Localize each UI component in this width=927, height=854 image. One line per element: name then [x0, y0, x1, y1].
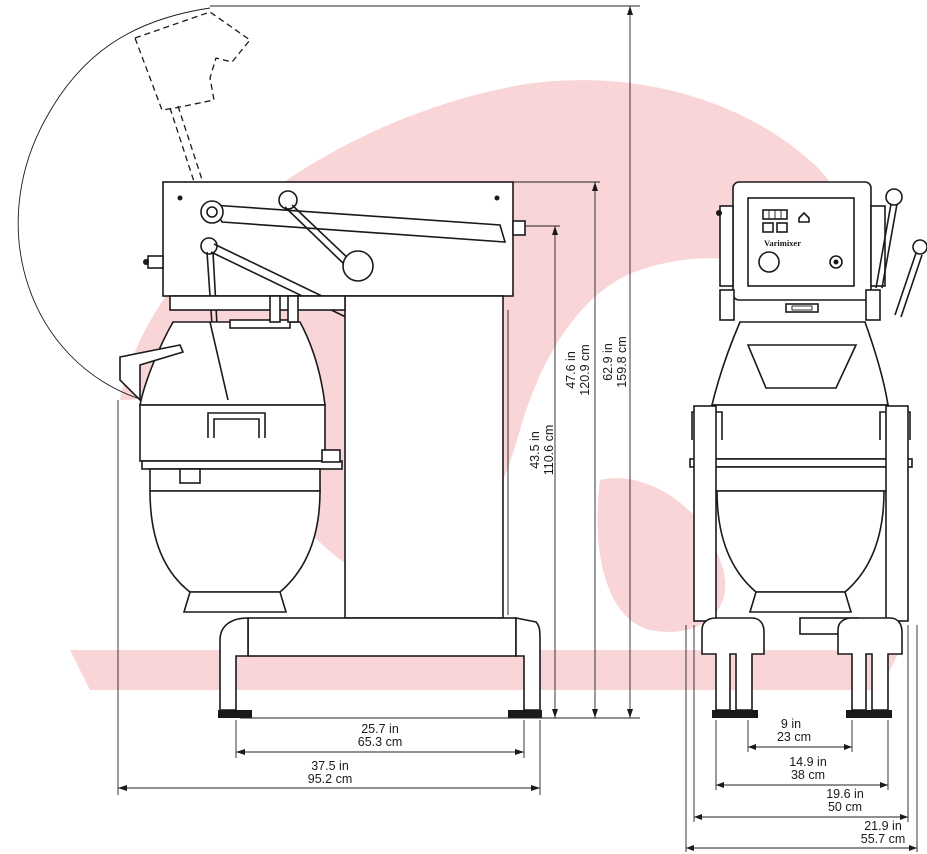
- front-overall-width-cm: 55.7 cm: [861, 832, 905, 846]
- front-mixing-bowl: [716, 490, 885, 593]
- mixing-bowl: [149, 490, 321, 593]
- front-outer-feet-in: 19.6 in: [826, 787, 864, 801]
- raised-guard-dashed: [134, 11, 251, 201]
- front-outer-feet-cm: 50 cm: [828, 800, 862, 814]
- bowl-guard: [139, 321, 326, 406]
- bowl-rim-height-in: 43.5 in: [528, 431, 542, 469]
- side-overall-depth-cm: 95.2 cm: [308, 772, 352, 786]
- bowl-rim-height-cm: 110.6 cm: [542, 425, 556, 476]
- front-mid-feet-cm: 38 cm: [791, 768, 825, 782]
- front-mid-feet-in: 14.9 in: [789, 755, 827, 769]
- start-button[interactable]: [758, 251, 780, 273]
- front-inner-feet-cm: 23 cm: [777, 730, 811, 744]
- bowl-guard-icon: [798, 211, 810, 223]
- mixer-column: [344, 295, 504, 619]
- front-view: Varimixer: [689, 181, 927, 718]
- side-overall-depth-in: 37.5 in: [311, 759, 349, 773]
- front-dimensions: [685, 625, 918, 852]
- head-height-in: 47.6 in: [564, 351, 578, 389]
- side-feet-spacing-cm: 65.3 cm: [358, 735, 402, 749]
- side-feet-spacing-in: 25.7 in: [361, 722, 399, 736]
- side-dimensions: [117, 5, 640, 795]
- head-height-cm: 120.9 cm: [578, 344, 592, 395]
- front-overall-width-in: 21.9 in: [864, 819, 902, 833]
- swing-arc: [17, 7, 211, 399]
- total-height-in: 62.9 in: [601, 343, 615, 381]
- panel-brand: Varimixer: [764, 238, 801, 248]
- front-inner-feet-in: 9 in: [781, 717, 801, 731]
- side-view: [17, 7, 542, 718]
- total-height-cm: 159.8 cm: [615, 336, 629, 387]
